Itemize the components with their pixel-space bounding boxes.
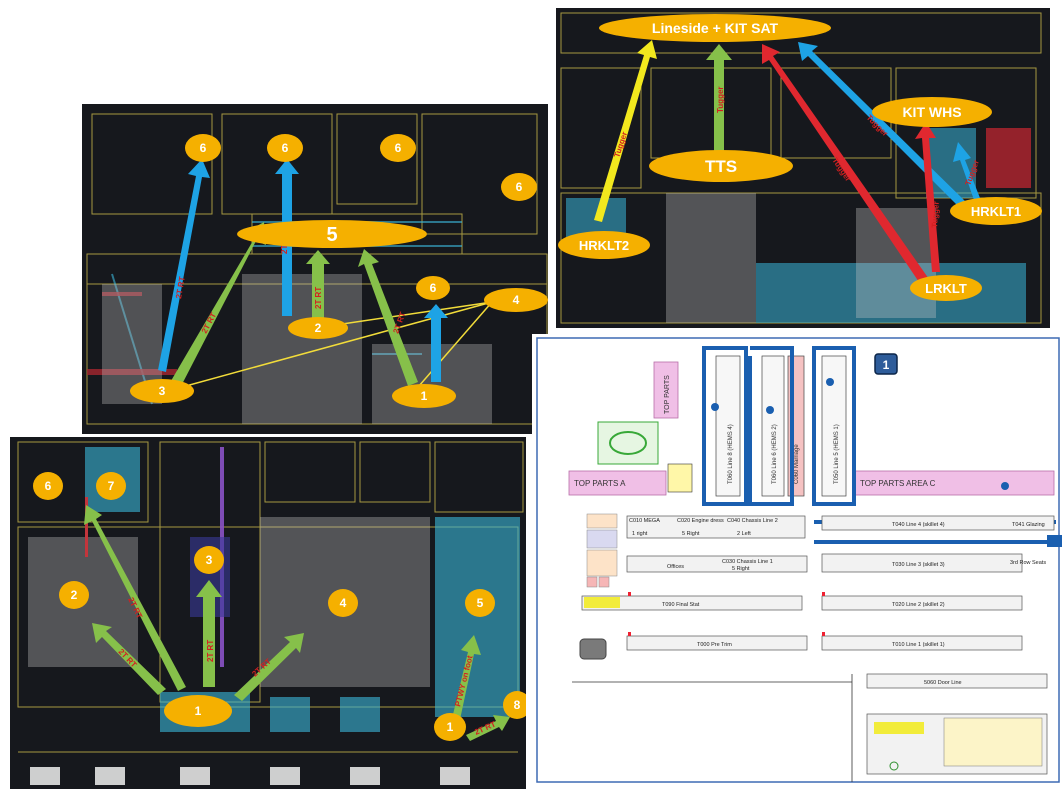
arrow-label: Tugger [930, 201, 941, 228]
line-label: T020 Line 2 (skillet 2) [892, 602, 945, 608]
line-label-hems4: T060 Line 8 (HEMS 4) [728, 424, 734, 484]
node-label-kit-whs: KIT WHS [902, 104, 961, 120]
green-arrow [466, 715, 510, 741]
line-label: T000 Pre Trim [697, 642, 732, 648]
node-ellipse-5 [237, 220, 427, 248]
node-label: 2 [315, 321, 322, 335]
node-label: 4 [513, 293, 520, 307]
line-label: T030 Line 3 (skillet 3) [892, 562, 945, 568]
line-label: C010 MEGA [629, 518, 660, 524]
line-label: 3rd Row Seats [1010, 560, 1046, 566]
node-label-hrklt1: HRKLT1 [971, 204, 1021, 219]
node-label: 6 [282, 141, 289, 155]
node-label: 6 [395, 141, 402, 155]
line-label: C040 Chassis Line 2 [727, 518, 778, 524]
node-label: 5 [477, 596, 484, 610]
line-label: 5060 Door Line [924, 680, 962, 686]
line-label: T040 Line 4 (skillet 4) [892, 522, 945, 528]
node-label-5: 5 [326, 224, 337, 246]
node-label: 4 [340, 596, 347, 610]
area-label-top-parts-c: TOP PARTS AREA C [860, 479, 936, 488]
line-label: 2 Left [737, 531, 751, 537]
green-arrow [92, 623, 166, 695]
green-arrow [358, 249, 418, 386]
node-label: 2 [71, 588, 78, 602]
arrow-label: 2T RT [206, 640, 215, 662]
green-arrow [450, 635, 481, 729]
green-arrow [196, 580, 222, 687]
node-hrklt1 [950, 197, 1042, 225]
node-label: 1 [195, 704, 202, 718]
red-arrow [762, 44, 931, 288]
green-arrow [234, 633, 304, 701]
green-arrow [706, 44, 732, 154]
green-arrow [168, 222, 266, 392]
node-label: 8 [514, 698, 521, 712]
node-label-tts: TTS [705, 157, 737, 176]
arrow-label: 2T RT [314, 287, 323, 309]
line-label: 5 Right [732, 566, 750, 572]
node-label: 3 [159, 384, 166, 398]
node-kit-whs [872, 97, 992, 127]
blue-arrow [424, 304, 448, 382]
red-arrow [915, 122, 940, 272]
node-label: 3 [206, 553, 213, 567]
floorplan-panel-top-right: Tugger Tugger Tugger Tugger Tugger Tugge… [556, 8, 1050, 328]
blue-arrow [953, 142, 980, 200]
blue-arrow [158, 159, 210, 372]
area-label-top-parts: TOP PARTS [664, 375, 671, 414]
green-arrow [306, 250, 330, 318]
area-label-top-parts-a: TOP PARTS A [574, 479, 626, 488]
node-label: 1 [447, 720, 454, 734]
panel-badge-label: 1 [883, 358, 890, 372]
node-label: 7 [108, 479, 115, 493]
arrow-label: 2T RT [174, 276, 187, 300]
node-label-hrklt2: HRKLT2 [579, 238, 629, 253]
yellow-arrow [594, 40, 657, 222]
line-label: T090 Final Stat [662, 602, 700, 608]
node-tts [649, 150, 793, 182]
floorplan-panel-bottom-left: 2T RT 2T RT 2T RT 2T RT PTWY on foot 2T … [10, 437, 526, 789]
line-label-marriage: C060 Marriage [794, 444, 800, 484]
node-label-lrklt: LRKLT [925, 281, 967, 296]
line-label: 1 right [632, 531, 648, 537]
green-arrow [84, 505, 186, 691]
node-label: 6 [430, 281, 437, 295]
blue-arrow [798, 42, 966, 208]
node-label: 1 [421, 389, 428, 403]
line-label-hems1: T050 Line 5 (HEMS 1) [834, 424, 840, 484]
node-label: 6 [516, 180, 523, 194]
panel-badge [874, 353, 898, 375]
line-label: 5 Right [682, 531, 700, 537]
layout-panel-bottom-right: 1 TOP PARTS A TOP PARTS AREA C TOP PARTS… [532, 334, 1062, 786]
line-label: Offices [667, 564, 684, 570]
node-label-lineside: Lineside + KIT SAT [652, 20, 779, 36]
node-label: 6 [45, 479, 52, 493]
node-label: 6 [200, 141, 207, 155]
line-label: T010 Line 1 (skillet 1) [892, 642, 945, 648]
grey-box [579, 638, 607, 660]
line-label: C020 Engine dress [677, 518, 724, 524]
floorplan-panel-top-left: 2T RT 2T RT 2T RT 2T RT 2T RT 5 6 6 6 6 … [82, 104, 548, 434]
arrow-label: Tugger [716, 86, 725, 113]
line-label-hems2: T060 Line 6 (HEMS 2) [772, 424, 778, 484]
node-lrklt [910, 275, 982, 301]
line-label: T041 Glazing [1012, 522, 1045, 528]
line-label: C030 Chassis Line 1 [722, 559, 773, 565]
node-lineside-kit-sat [599, 14, 831, 42]
node-hrklt2 [558, 231, 650, 259]
